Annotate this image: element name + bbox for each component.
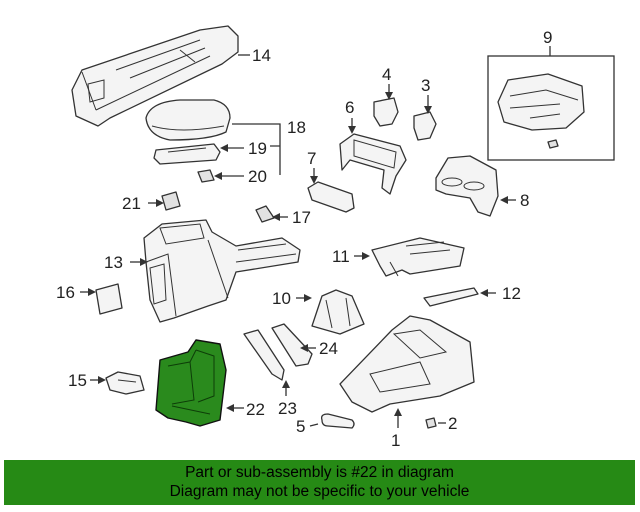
part-17-bracket: [255, 205, 275, 223]
callout-4: 4: [382, 65, 391, 84]
callout-21: 21: [122, 194, 141, 213]
callout-5: 5: [296, 417, 305, 436]
part-4-bracket: [373, 97, 399, 127]
part-24-panel: [271, 323, 313, 367]
part-19-hinge: [153, 143, 221, 165]
part-7-pocket: [307, 181, 355, 213]
callout-7: 7: [307, 149, 316, 168]
part-12-trim: [423, 287, 479, 307]
callout-1: 1: [391, 431, 400, 450]
leader-18: [232, 123, 281, 175]
leader-5: [309, 423, 319, 427]
callout-23: 23: [278, 399, 297, 418]
info-banner: Part or sub-assembly is #22 in diagram D…: [4, 460, 635, 505]
part-15-bracket: [105, 371, 145, 395]
banner-line-1: Part or sub-assembly is #22 in diagram: [185, 464, 454, 481]
part-20-clip: [197, 169, 215, 183]
part-8-cup-holder: [435, 155, 499, 217]
part-18-armrest-lid: [145, 99, 231, 141]
part-22-highlighted: [155, 339, 227, 427]
callout-2: 2: [448, 414, 457, 433]
callout-20: 20: [248, 167, 267, 186]
callout-6: 6: [345, 98, 354, 117]
part-10-shift-boot: [311, 289, 365, 335]
part-21-clip: [161, 191, 181, 211]
callout-17: 17: [292, 208, 311, 227]
part-23-panel: [243, 329, 285, 381]
part-3-bracket: [413, 111, 437, 141]
part-9-cup-holder-assembly: [497, 73, 585, 149]
part-1-front-console: [339, 315, 475, 413]
callout-11: 11: [332, 247, 350, 266]
callout-22: 22: [246, 400, 265, 419]
part-6-bracket: [339, 133, 407, 195]
part-5-bolt: [320, 413, 355, 429]
callout-16: 16: [56, 283, 75, 302]
callout-19: 19: [248, 139, 267, 158]
callout-14: 14: [252, 46, 271, 65]
part-14-console-top: [71, 25, 239, 127]
callout-12: 12: [502, 284, 521, 303]
callout-10: 10: [272, 289, 291, 308]
callout-24: 24: [319, 339, 338, 358]
part-16-cover: [95, 283, 123, 315]
part-13-center-console: [143, 219, 301, 323]
part-11-shift-indicator: [371, 237, 465, 277]
part-2-screw: [425, 417, 437, 429]
callout-15: 15: [68, 371, 87, 390]
banner-line-2: Diagram may not be specific to your vehi…: [169, 483, 470, 500]
callout-3: 3: [421, 76, 430, 95]
callout-13: 13: [104, 253, 123, 272]
callout-9: 9: [543, 28, 552, 47]
parts-diagram: 14 18 19 20 21 17 13 16 4: [56, 25, 615, 450]
callout-8: 8: [520, 191, 529, 210]
callout-18: 18: [287, 118, 306, 137]
